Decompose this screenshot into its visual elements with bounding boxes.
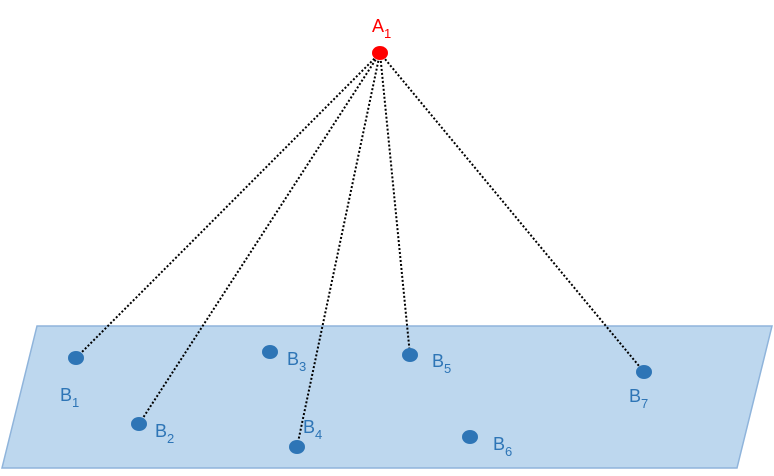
node-letter: B — [287, 349, 299, 369]
link-a1-b4 — [296, 52, 381, 448]
node-b1-label: B1 — [60, 385, 79, 410]
node-b3-point — [262, 345, 278, 359]
node-index: 1 — [72, 395, 79, 410]
node-letter: B — [432, 351, 444, 371]
node-points — [68, 345, 652, 454]
link-a1-b7 — [379, 52, 645, 373]
node-b3-label: B3 — [287, 349, 306, 374]
node-index: 5 — [444, 361, 451, 376]
source-index: 1 — [384, 26, 391, 41]
node-index: 3 — [299, 359, 306, 374]
node-letter: B — [303, 417, 315, 437]
node-b4-point — [289, 440, 305, 454]
node-letter: B — [629, 386, 641, 406]
node-b4-label: B4 — [303, 417, 322, 442]
node-b2-label: B2 — [155, 421, 174, 446]
node-b2-point — [131, 417, 147, 431]
source-letter: A — [372, 16, 384, 36]
link-a1-b1 — [75, 52, 381, 359]
node-b6-point — [462, 430, 478, 444]
node-letter: B — [60, 385, 72, 405]
node-b6-label: B6 — [493, 434, 512, 459]
source-a1-label: A1 — [372, 16, 391, 41]
node-b7-label: B7 — [629, 386, 648, 411]
link-a1-b5 — [379, 52, 411, 356]
labels: A1 B1 B2 B3 B4 B5 B6 B7 — [60, 16, 648, 459]
node-b7-point — [636, 365, 652, 379]
node-index: 6 — [505, 444, 512, 459]
source-a1-point — [372, 46, 388, 60]
base-plane — [1, 325, 773, 469]
node-index: 4 — [315, 427, 322, 442]
node-letter: B — [493, 434, 505, 454]
node-index: 2 — [167, 431, 174, 446]
node-b5-label: B5 — [432, 351, 451, 376]
link-a1-b2 — [138, 52, 381, 425]
connection-lines — [75, 52, 645, 448]
node-b1-point — [68, 351, 84, 365]
node-index: 7 — [641, 396, 648, 411]
node-letter: B — [155, 421, 167, 441]
node-b5-point — [402, 348, 418, 362]
